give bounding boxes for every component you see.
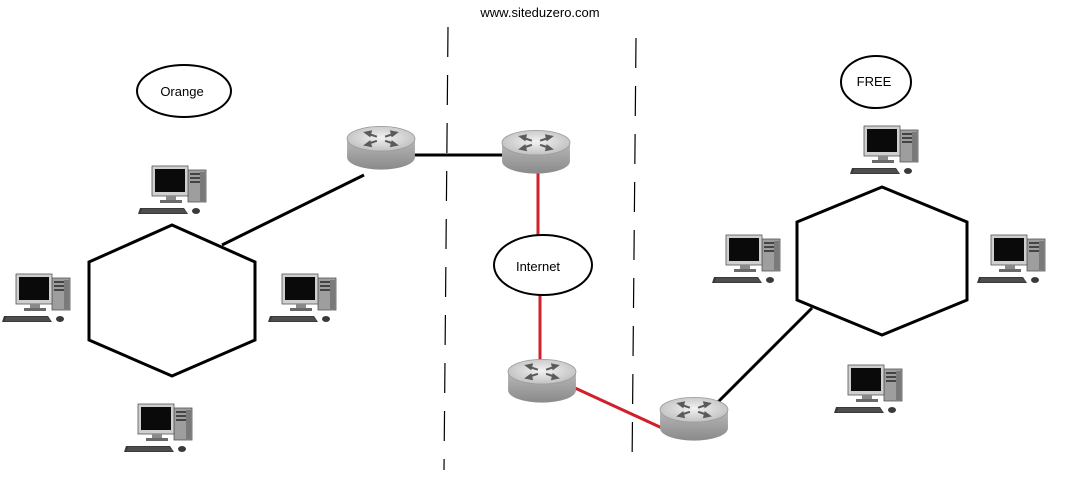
hexagon-right: [795, 185, 969, 337]
desktop-computer-icon: [138, 165, 207, 215]
free-ellipse: [840, 55, 912, 109]
router-icon: [501, 129, 571, 175]
site-label: www.siteduzero.com: [479, 5, 599, 20]
separator-right: [631, 37, 637, 471]
desktop-computer-icon: [977, 234, 1046, 284]
desktop-computer-icon: [2, 273, 71, 323]
desktop-computer-icon: [850, 125, 919, 175]
link-router4-hexagon: [714, 306, 814, 406]
orange-label: Orange: [160, 84, 203, 99]
link-hexagon-router1: [221, 173, 365, 247]
orange-ellipse: [136, 64, 232, 118]
desktop-computer-icon: [268, 273, 337, 323]
internet-ellipse: [493, 234, 593, 296]
desktop-computer-icon: [124, 403, 193, 453]
router-icon: [659, 396, 729, 442]
desktop-computer-icon: [712, 234, 781, 284]
hexagon-left: [87, 223, 257, 378]
link-router3-router4: [574, 386, 663, 430]
desktop-computer-icon: [834, 364, 903, 414]
router-icon: [346, 125, 416, 171]
separator-left: [443, 26, 449, 471]
router-icon: [507, 358, 577, 404]
free-label: FREE: [857, 74, 892, 89]
internet-label: Internet: [516, 259, 560, 274]
